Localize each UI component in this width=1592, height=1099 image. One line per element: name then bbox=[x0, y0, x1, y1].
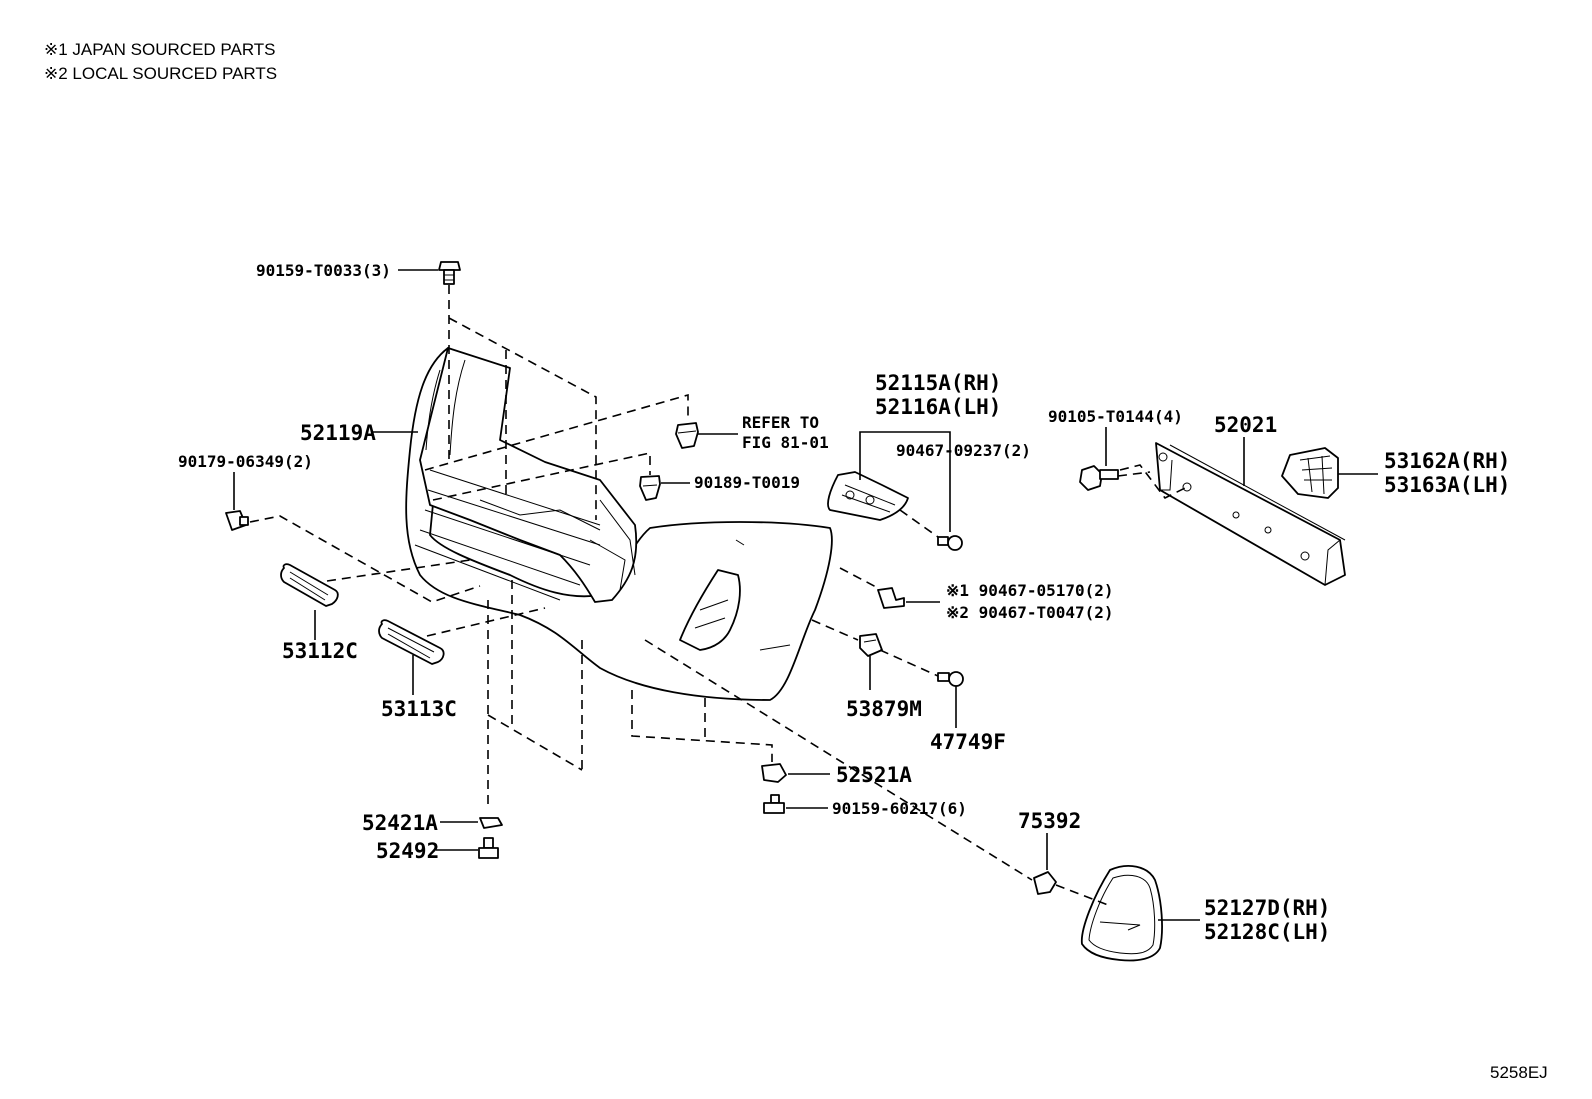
label-52119a: 52119A bbox=[300, 421, 376, 445]
label-52521a: 52521A bbox=[836, 763, 912, 787]
label-90189-t0019: 90189-T0019 bbox=[694, 473, 800, 492]
label-90467-t0047: ※2 90467-T0047(2) bbox=[946, 603, 1114, 622]
mudguard-52127d bbox=[1080, 865, 1163, 962]
label-52421a: 52421A bbox=[362, 811, 438, 835]
label-52115a: 52115A(RH) bbox=[875, 371, 1001, 395]
seal-52421a bbox=[479, 817, 503, 829]
label-52116a: 52116A(LH) bbox=[875, 395, 1001, 419]
clip-90467-09237 bbox=[937, 535, 963, 551]
screw-90159-60217 bbox=[763, 794, 785, 814]
label-fig-81-01: FIG 81-01 bbox=[742, 433, 829, 452]
figure-code: 5258EJ bbox=[1490, 1063, 1548, 1082]
bolt-90105-t0144 bbox=[1079, 465, 1119, 491]
plug-47749f bbox=[937, 671, 964, 687]
label-52492: 52492 bbox=[376, 839, 439, 863]
label-53113c: 53113C bbox=[381, 697, 457, 721]
reflector-53113c bbox=[378, 619, 445, 665]
label-53162a: 53162A(RH) bbox=[1384, 449, 1510, 473]
label-90159-60217: 90159-60217(6) bbox=[832, 799, 967, 818]
screw-52492 bbox=[478, 837, 499, 859]
reinforcement-52021 bbox=[1155, 442, 1346, 586]
bumper-cover bbox=[405, 347, 833, 701]
bracket-52115a bbox=[827, 471, 909, 521]
label-90159-t0033: 90159-T0033(3) bbox=[256, 261, 391, 280]
clip-75392 bbox=[1033, 871, 1057, 895]
label-53879m: 53879M bbox=[846, 697, 922, 721]
reflector-53112c bbox=[280, 563, 339, 607]
label-90467-05170: ※1 90467-05170(2) bbox=[946, 581, 1114, 600]
screw-90159-t0033 bbox=[438, 261, 461, 285]
label-90467-09237: 90467-09237(2) bbox=[896, 441, 1031, 460]
clip-53879m bbox=[859, 633, 883, 657]
label-53112c: 53112C bbox=[282, 639, 358, 663]
legend-note-japan: ※1 JAPAN SOURCED PARTS bbox=[44, 40, 276, 59]
label-90179-06349: 90179-06349(2) bbox=[178, 452, 313, 471]
label-52127d: 52127D(RH) bbox=[1204, 896, 1330, 920]
clip-90467-05170 bbox=[877, 587, 905, 609]
label-53163a: 53163A(LH) bbox=[1384, 473, 1510, 497]
legend-note-local: ※2 LOCAL SOURCED PARTS bbox=[44, 64, 277, 83]
clip-90179-06349 bbox=[225, 510, 249, 531]
label-52128c: 52128C(LH) bbox=[1204, 920, 1330, 944]
label-75392: 75392 bbox=[1018, 809, 1081, 833]
clip-90189-t0019 bbox=[639, 475, 661, 501]
label-47749f: 47749F bbox=[930, 730, 1006, 754]
label-refer-to: REFER TO bbox=[742, 413, 819, 432]
assembly-lines bbox=[249, 285, 1186, 906]
bracket-53162a bbox=[1281, 447, 1339, 499]
retainer-52521a bbox=[761, 763, 787, 783]
label-52021: 52021 bbox=[1214, 413, 1277, 437]
grommet-refer-fig bbox=[675, 422, 699, 449]
label-90105-t0144: 90105-T0144(4) bbox=[1048, 407, 1183, 426]
